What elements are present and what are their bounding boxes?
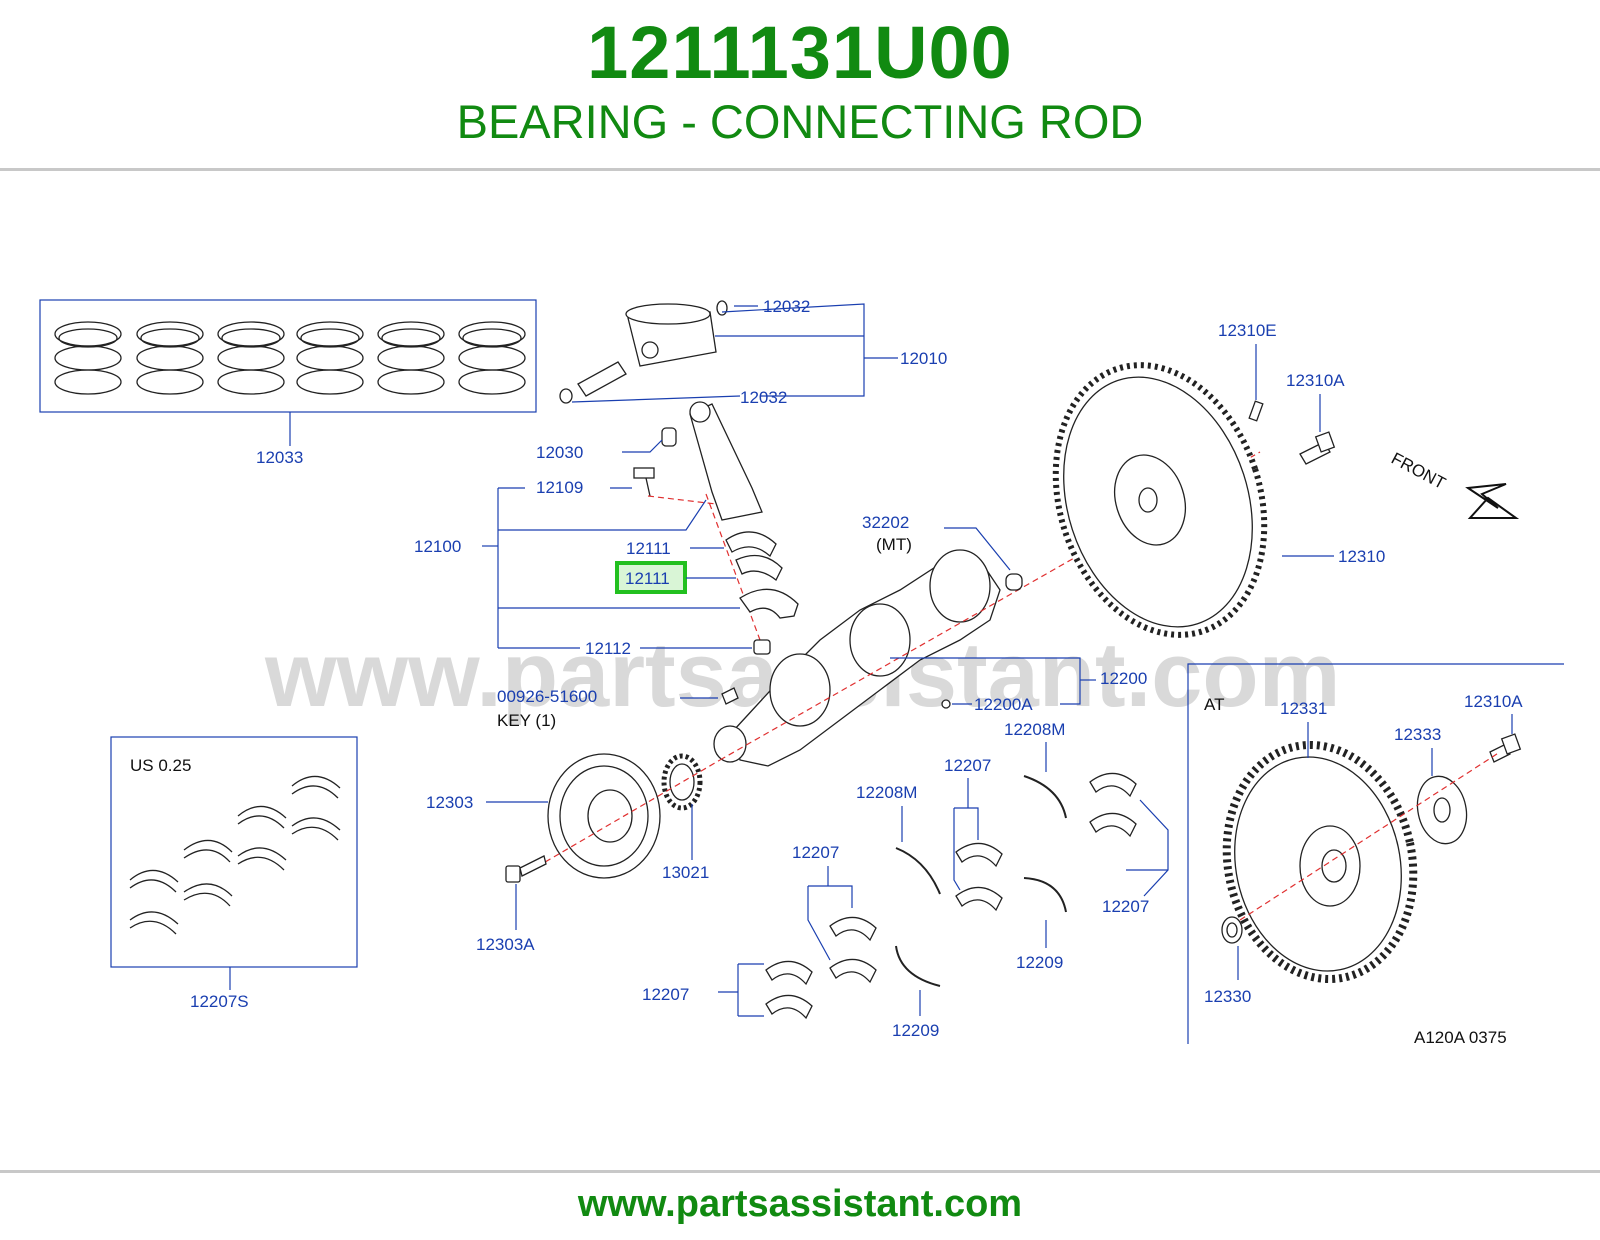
reinforcement-plate-icon xyxy=(1416,775,1468,845)
rod-bearing-lower-icon xyxy=(735,554,783,581)
callout-12310A-at[interactable]: 12310A xyxy=(1464,692,1523,711)
highlight-box xyxy=(615,561,687,594)
callout-12303A[interactable]: 12303A xyxy=(476,935,535,954)
rod-bolt-icon xyxy=(633,467,655,497)
callout-12330[interactable]: 12330 xyxy=(1204,987,1251,1006)
crank-pulley-icon xyxy=(547,753,661,879)
callout-00926-51600[interactable]: 00926-51600 xyxy=(497,687,597,706)
thrust-washer-icon xyxy=(895,775,1067,987)
flywheel-icon xyxy=(1052,362,1268,638)
callout-12032-top[interactable]: 12032 xyxy=(763,297,810,316)
callout-12333[interactable]: 12333 xyxy=(1394,725,1441,744)
undersize-bearing-box xyxy=(110,736,358,968)
footer-url[interactable]: www.partsassistant.com xyxy=(577,1183,1023,1225)
callout-12207-center[interactable]: 12207 xyxy=(944,756,991,775)
pulley-bolt-icon xyxy=(505,855,547,883)
callout-32202[interactable]: 32202 xyxy=(862,513,909,532)
callout-12208M-left[interactable]: 12208M xyxy=(856,783,917,802)
at-label: AT xyxy=(1204,695,1224,714)
callout-12331[interactable]: 12331 xyxy=(1280,699,1327,718)
plug-icon xyxy=(941,699,951,709)
callout-12310[interactable]: 12310 xyxy=(1338,547,1385,566)
front-label: FRONT xyxy=(1388,449,1449,493)
part-number: 1211131U00 xyxy=(587,11,1013,94)
footer-divider xyxy=(0,1170,1600,1173)
key-label: KEY (1) xyxy=(497,711,556,730)
callout-12200A[interactable]: 12200A xyxy=(974,695,1033,714)
rod-cap-icon xyxy=(739,588,799,619)
part-name: BEARING - CONNECTING ROD xyxy=(456,95,1144,148)
callout-12032-bottom[interactable]: 12032 xyxy=(740,388,787,407)
woodruff-key-icon xyxy=(721,687,739,705)
piston-rings-box xyxy=(39,299,537,413)
flywheel-bolt-icon xyxy=(1299,431,1336,465)
undersize-label: US 0.25 xyxy=(130,756,191,775)
connecting-rod-icon xyxy=(689,401,763,521)
piston-icon xyxy=(625,303,717,367)
callout-12310A[interactable]: 12310A xyxy=(1286,371,1345,390)
callout-13021[interactable]: 13021 xyxy=(662,863,709,882)
callout-12033[interactable]: 12033 xyxy=(256,448,303,467)
callout-12109[interactable]: 12109 xyxy=(536,478,583,497)
callout-12207-right[interactable]: 12207 xyxy=(1102,897,1149,916)
drawing-code: A120A 0375 xyxy=(1414,1028,1507,1047)
callout-12207-mid[interactable]: 12207 xyxy=(792,843,839,862)
callout-12207-bottom[interactable]: 12207 xyxy=(642,985,689,1004)
bushing-icon xyxy=(661,427,677,447)
callout-12200[interactable]: 12200 xyxy=(1100,669,1147,688)
callout-12111-highlighted[interactable]: 12111 xyxy=(625,569,670,588)
callout-12209-right[interactable]: 12209 xyxy=(1016,953,1063,972)
drive-plate-icon xyxy=(1222,741,1418,983)
drive-plate-bolt-icon xyxy=(1489,733,1522,763)
piston-pin-icon xyxy=(577,361,627,397)
callout-12303[interactable]: 12303 xyxy=(426,793,473,812)
rod-bearing-upper-icon xyxy=(725,531,777,558)
pilot-bushing-icon xyxy=(1005,573,1023,591)
callout-12100[interactable]: 12100 xyxy=(414,537,461,556)
crank-sprocket-icon xyxy=(661,753,703,811)
callout-12030[interactable]: 12030 xyxy=(536,443,583,462)
mt-label: (MT) xyxy=(876,535,912,554)
rod-nut-icon xyxy=(753,639,771,655)
callout-12310E[interactable]: 12310E xyxy=(1218,321,1277,340)
callout-12112[interactable]: 12112 xyxy=(585,639,631,658)
snap-ring-icon xyxy=(559,388,573,404)
undersize-bearing-set-icon xyxy=(129,775,341,935)
page-header: 1211131U00 BEARING - CONNECTING ROD xyxy=(0,0,1600,170)
callout-12207S[interactable]: 12207S xyxy=(190,992,249,1011)
front-arrow-icon xyxy=(1465,483,1520,519)
callout-12010[interactable]: 12010 xyxy=(900,349,947,368)
header-divider xyxy=(0,168,1600,171)
piston-rings-icon xyxy=(54,321,526,395)
pilot-converter-icon xyxy=(1221,916,1243,944)
dowel-pin-icon xyxy=(1248,400,1264,422)
main-bearing-icon xyxy=(765,772,1137,1020)
callout-12111-upper[interactable]: 12111 xyxy=(626,539,671,558)
callout-12209-left[interactable]: 12209 xyxy=(892,1021,939,1040)
snap-ring-icon xyxy=(716,300,728,316)
callout-12208M-right[interactable]: 12208M xyxy=(1004,720,1065,739)
